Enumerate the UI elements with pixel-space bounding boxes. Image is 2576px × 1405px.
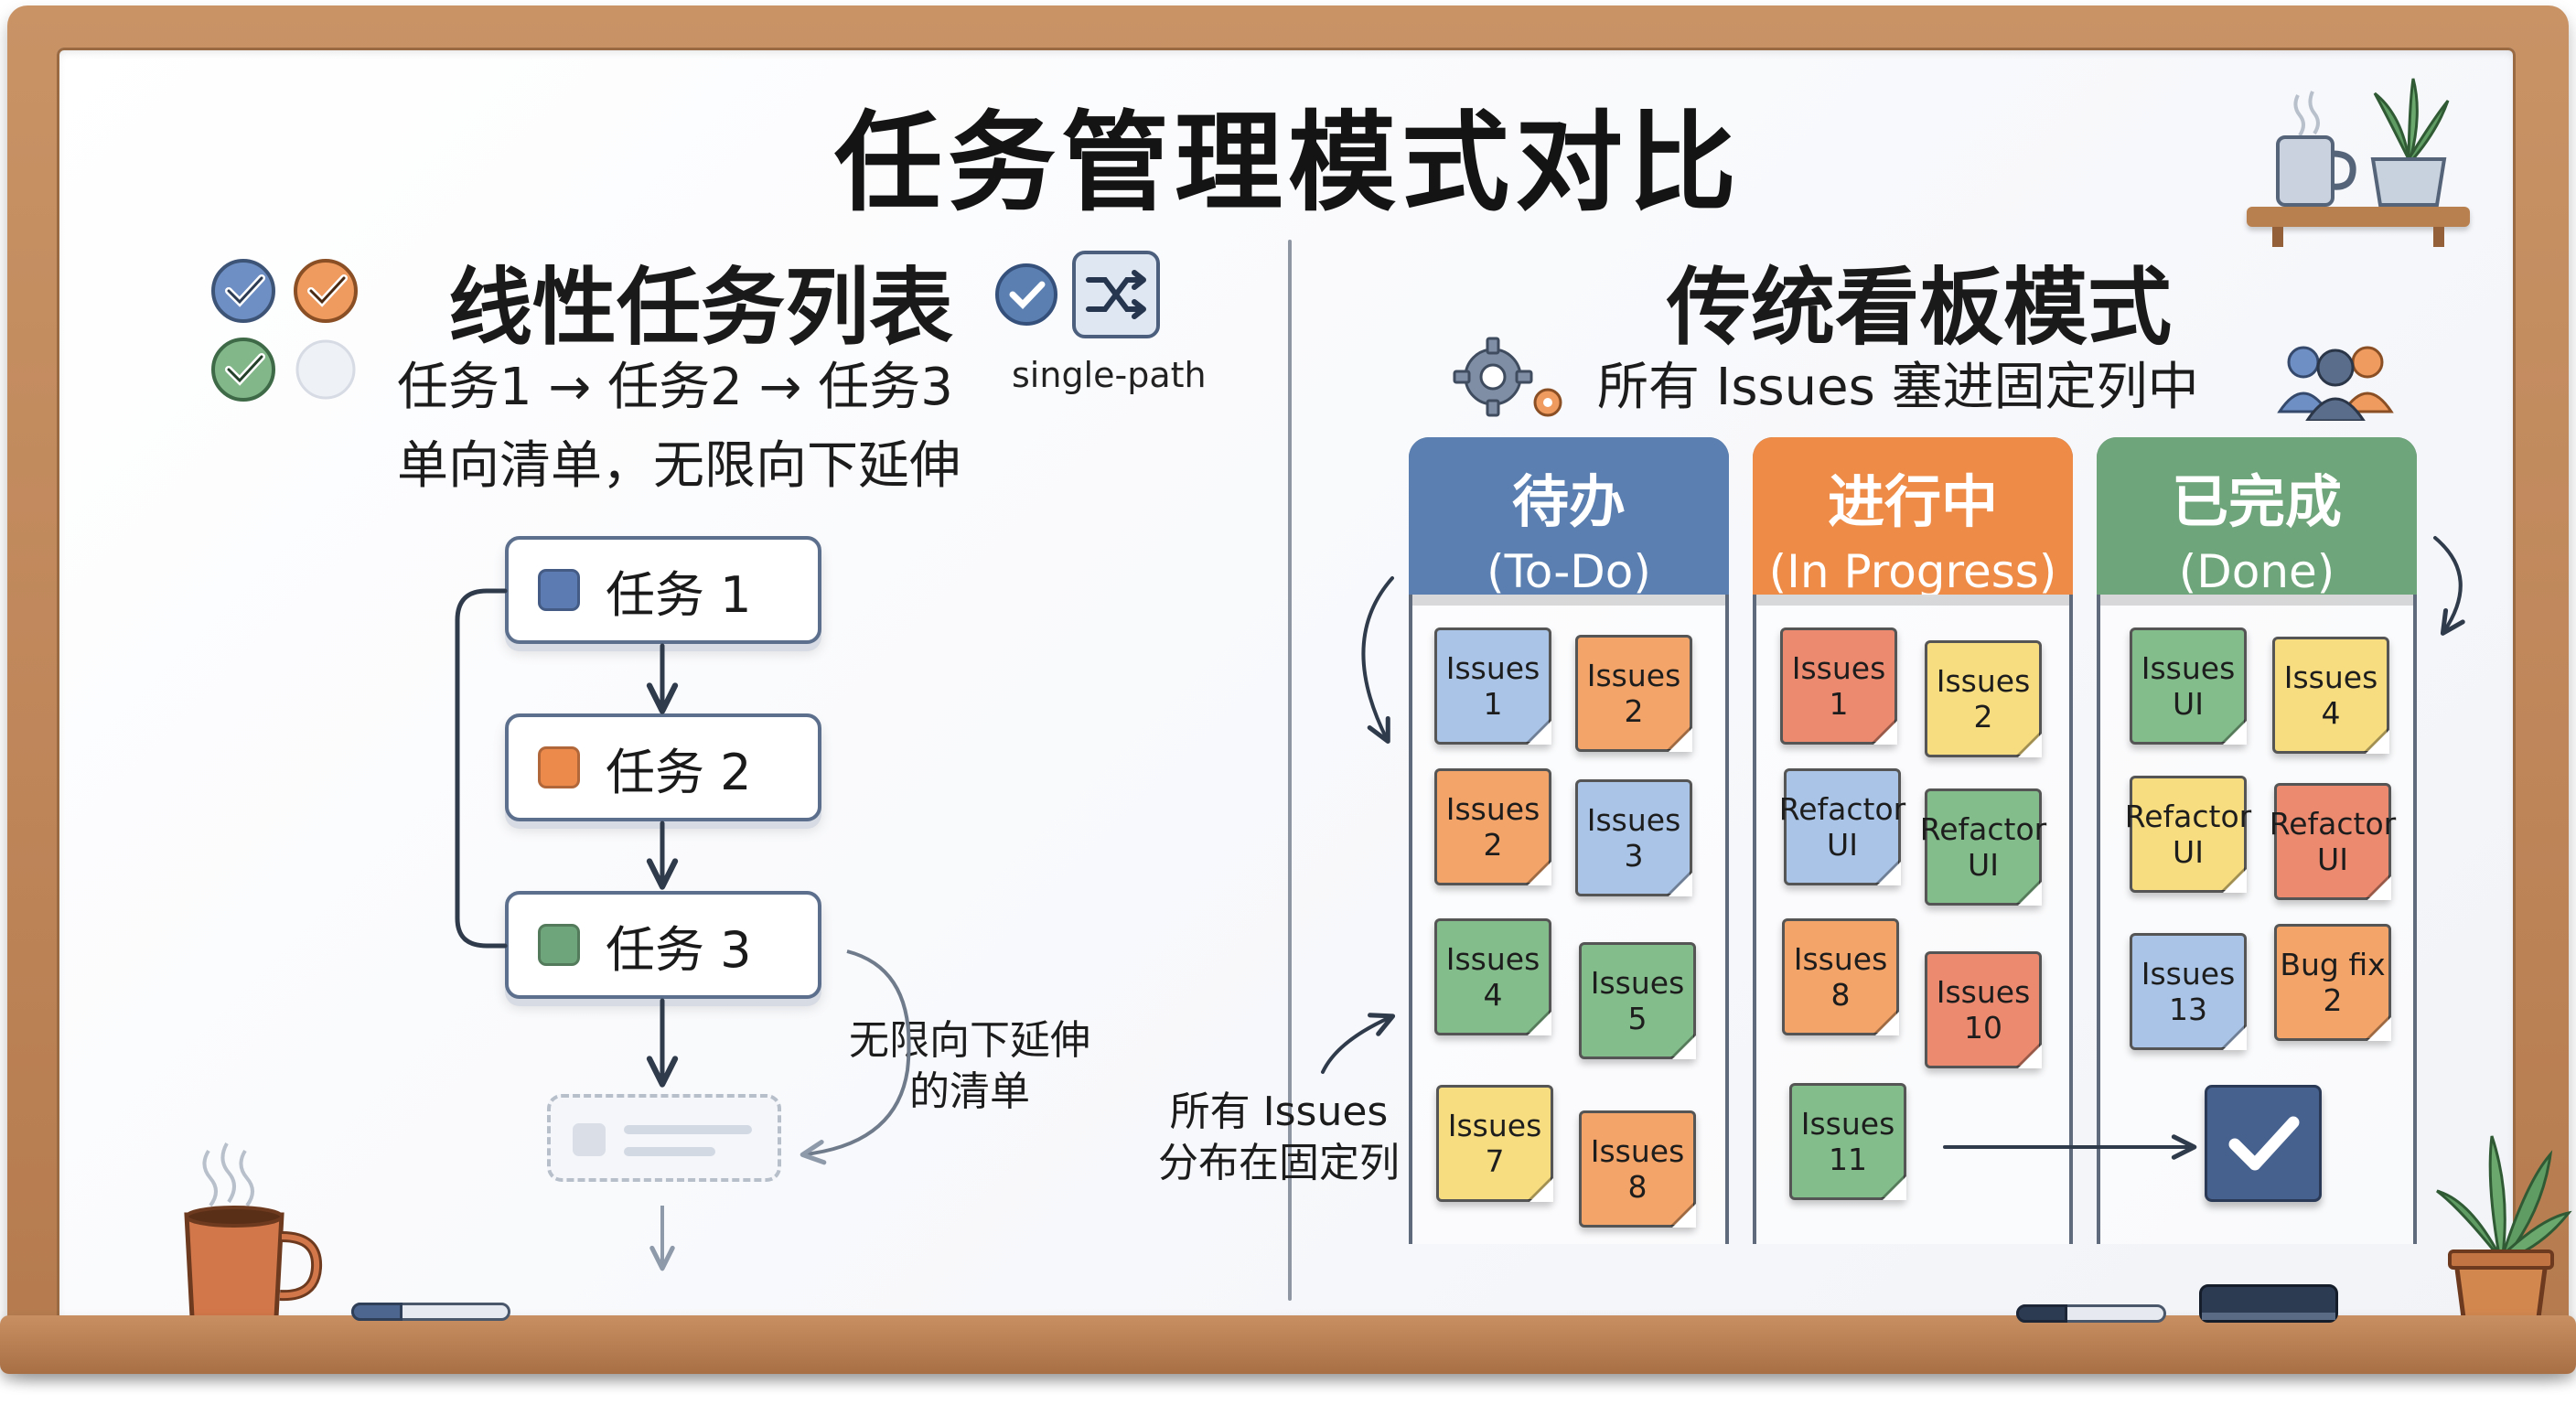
task-1-color-square [538,569,580,611]
page-title: 任务管理模式对比 [833,100,1742,226]
board-eraser[interactable] [2199,1284,2338,1323]
shuffle-icon [1072,251,1160,338]
task-2-label: 任务 2 [606,743,752,801]
team-users-icon [2277,346,2394,421]
task-3-label: 任务 3 [606,920,752,979]
orange-coffee-mug-icon [184,1142,323,1326]
empty-circle-icon [295,339,356,400]
task-1-label: 任务 1 [606,565,752,624]
kanban-heading: 传统看板模式 [1667,259,2173,357]
task-box-1[interactable]: 任务 1 [505,536,821,644]
infinite-list-annotation: 无限向下延伸 的清单 [849,1017,1090,1115]
single-path-label: single-path [1012,355,1207,395]
in-progress-column-header: 进行中 (In Progress) [1753,437,2073,598]
gear-icon [1453,337,1562,417]
linear-heading: 线性任务列表 [448,259,954,357]
orange-check-icon [294,259,358,323]
checkmark-icon [2228,1116,2300,1171]
linear-description: 单向清单，无限向下延伸 [397,436,961,496]
task-box-3[interactable]: 任务 3 [505,891,821,999]
potted-plant-icon [2370,78,2450,207]
marker-pen[interactable] [351,1303,510,1321]
task-3-color-square [538,924,580,966]
center-divider [1288,240,1292,1301]
fixed-columns-annotation: 所有 Issues 分布在固定列 [1158,1089,1400,1186]
green-check-icon [211,338,275,402]
kanban-subtitle: 所有 Issues 塞进固定列中 [1597,358,2199,417]
linear-flow-text: 任务1 → 任务2 → 任务3 [397,358,953,417]
desk-plant-icon [2436,1135,2572,1327]
coffee-mug-icon [2276,91,2356,207]
placeholder-task [547,1094,781,1182]
single-check-icon [995,263,1057,326]
todo-column-header: 待办 (To-Do) [1409,437,1729,598]
done-column-header: 已完成 (Done) [2097,437,2417,598]
board-ledge [0,1315,2576,1374]
task-box-2[interactable]: 任务 2 [505,713,821,821]
task-2-color-square [538,746,580,788]
blue-check-icon [211,259,275,323]
marker-pen-right[interactable] [2016,1304,2166,1323]
done-checkmark-note[interactable] [2205,1085,2322,1202]
